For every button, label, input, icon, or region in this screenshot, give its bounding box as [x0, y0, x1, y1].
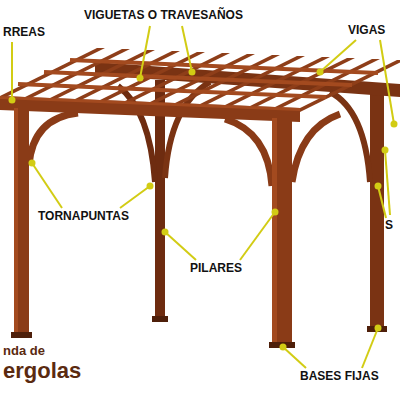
leader-dot [382, 147, 389, 154]
brace [330, 92, 370, 182]
leader-line [362, 328, 378, 368]
brace [118, 86, 155, 182]
brace [225, 119, 272, 186]
leader-line [240, 212, 275, 260]
leader-dot [317, 69, 324, 76]
leader-line [380, 40, 394, 124]
leader-line [32, 163, 62, 208]
part-label: PILARES [190, 262, 242, 276]
part-label: VIGUETAS O TRAVESAÑOS [84, 9, 243, 23]
leader-dot [147, 183, 154, 190]
watermark: ergolas [3, 358, 81, 383]
leader-line [140, 26, 150, 78]
part-label: RREAS [3, 26, 45, 40]
leader-dot [29, 160, 36, 167]
part-label: BASES FIJAS [300, 370, 379, 384]
slats [18, 60, 378, 97]
leader-line [378, 186, 386, 218]
beam-highlight [0, 96, 300, 111]
post [272, 118, 292, 346]
leader-dot [391, 121, 398, 128]
leader-dot [9, 97, 16, 104]
part-label: TORNAPUNTAS [38, 210, 129, 224]
beam [0, 96, 300, 122]
slat [44, 72, 352, 85]
brace [165, 82, 210, 178]
part-label: S [385, 219, 393, 233]
leader-line [385, 150, 390, 215]
leader-dot [189, 69, 196, 76]
leader-dots [9, 69, 398, 351]
leader-line [120, 186, 150, 208]
leader-line [320, 40, 356, 72]
part-label: VIGAS [348, 24, 385, 38]
slat [18, 84, 326, 97]
watermark: nda de [3, 344, 45, 359]
leader-line [182, 26, 192, 72]
leader-line [11, 42, 13, 100]
leader-dot [162, 229, 169, 236]
post-highlight [14, 108, 18, 336]
post [14, 108, 29, 336]
leader-dot [375, 325, 382, 332]
leader-dot [280, 344, 287, 351]
brace [292, 114, 340, 182]
leaders [12, 26, 394, 368]
base [11, 332, 32, 338]
post-highlight [272, 118, 277, 346]
leader-dot [137, 75, 144, 82]
leader-line [283, 347, 306, 368]
leader-dot [375, 183, 382, 190]
base [152, 316, 168, 322]
leader-dot [272, 209, 279, 216]
leader-line [165, 232, 196, 260]
brace [29, 113, 78, 165]
post [370, 90, 384, 330]
